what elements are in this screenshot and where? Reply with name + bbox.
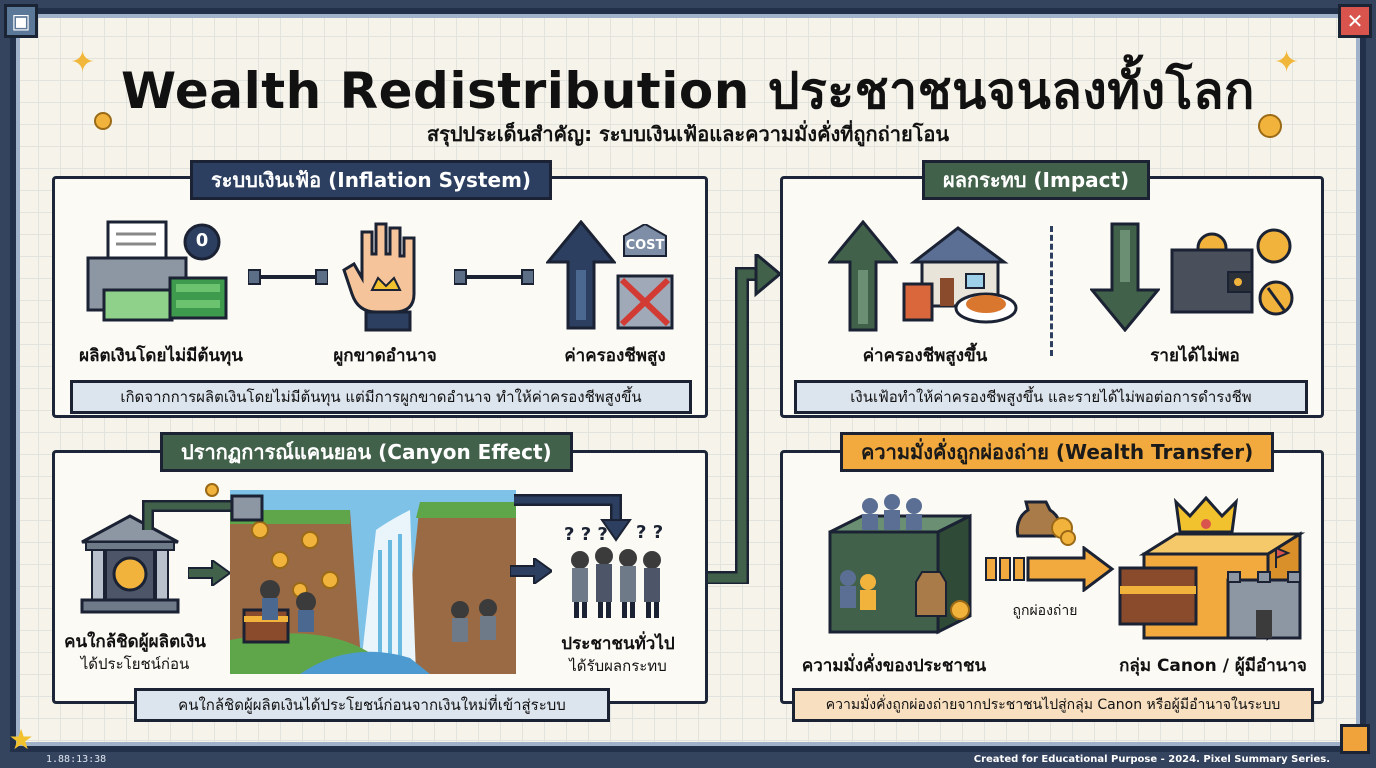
svg-text:? ? ?: ? ? ? (564, 524, 608, 545)
cost-up-label: ค่าครองชีพสูงขึ้น (862, 346, 988, 366)
zero-badge-label: 0 (195, 230, 209, 251)
insider-label: คนใกล้ชิดผู้ผลิตเงิน (64, 632, 206, 652)
star-icon: ★ (8, 722, 34, 756)
printer-icon (86, 220, 228, 322)
arrow-up-icon (828, 220, 898, 332)
sparkle-icon: ✦ (1274, 45, 1300, 80)
canon-label: กลุ่ม Canon / ผู้มีอำนาจ (1119, 656, 1307, 676)
public-label: ประชาชนทั่วไป (561, 634, 675, 654)
svg-text:? ?: ? ? (636, 522, 663, 543)
flow-arrow-icon (706, 254, 782, 584)
impact-heading: ผลกระทบ (Impact) (922, 160, 1151, 200)
canyon-scene (230, 490, 516, 674)
monopoly-label: ผูกขาดอำนาจ (333, 346, 437, 366)
timestamp: 1.88:13:38 (46, 754, 107, 765)
inflation-caption: เกิดจากการผลิตเงินโดยไม่มีต้นทุน แต่มีกา… (70, 380, 692, 414)
divider-line (1050, 226, 1053, 356)
zero-badge-icon (183, 223, 221, 261)
arrow-right-icon (510, 558, 552, 584)
public-sublabel: ได้รับผลกระทบ (569, 657, 667, 675)
transfer-arrow-label: ถูกผ่องถ่าย (1012, 603, 1078, 619)
canyon-caption: คนใกล้ชิดผู้ผลิตเงินได้ประโยชน์ก่อนจากเง… (134, 688, 610, 722)
cost-bag-icon (616, 224, 674, 330)
transfer-caption: ความมั่งคั่งถูกผ่องถ่ายจากประชาชนไปสู่กล… (792, 688, 1314, 722)
house-icon (902, 226, 1018, 324)
connector-icon (248, 269, 328, 285)
income-label: รายได้ไม่พอ (1150, 346, 1240, 366)
people-box-icon (828, 494, 972, 635)
page-corner-icon (1340, 724, 1370, 754)
impact-caption: เงินเฟ้อทำให้ค่าครองชีพสูงขึ้น และรายได้… (794, 380, 1308, 414)
arrow-up-icon (546, 220, 616, 330)
arrow-right-icon (188, 560, 230, 586)
bank-icon (80, 514, 180, 614)
printer-label: ผลิตเงินโดยไม่มีต้นทุน (79, 346, 243, 366)
inflation-heading: ระบบเงินเฟ้อ (Inflation System) (190, 160, 553, 200)
page-title: Wealth Redistribution ประชาชนจนลงทั้งโลก (121, 62, 1255, 120)
flow-arrow-icon (514, 494, 632, 542)
arrow-down-icon (1090, 222, 1160, 332)
menu-corner-icon[interactable]: ▣ (4, 4, 38, 38)
insider-sublabel: ได้ประโยชน์ก่อน (80, 655, 190, 673)
canon-castle-icon (1118, 495, 1306, 641)
coin-icon (94, 112, 112, 130)
hand-crown-icon (342, 222, 416, 332)
wallet-icon (1170, 228, 1294, 316)
canyon-heading: ปรากฏการณ์แคนยอน (Canyon Effect) (160, 432, 573, 472)
cost-tag: COST (625, 238, 665, 253)
close-icon[interactable]: ✕ (1338, 4, 1372, 38)
confused-people-icon: ? ? ? ? ? (564, 522, 663, 618)
sparkle-icon: ✦ (70, 45, 96, 80)
credit-text: Created for Educational Purpose - 2024. … (973, 754, 1330, 765)
coin-icon (1258, 114, 1282, 138)
money-pipe-icon (142, 483, 264, 530)
people-wealth-label: ความมั่งคั่งของประชาชน (801, 656, 987, 676)
money-bag-icon (1015, 500, 1076, 546)
page-subtitle: สรุปประเด็นสำคัญ: ระบบเงินเฟ้อและความมั่… (426, 122, 950, 146)
transfer-arrow-icon (985, 546, 1115, 592)
transfer-heading: ความมั่งคั่งถูกผ่องถ่าย (Wealth Transfer… (840, 432, 1275, 472)
cost-label: ค่าครองชีพสูง (564, 346, 666, 366)
connector-icon (454, 269, 534, 285)
